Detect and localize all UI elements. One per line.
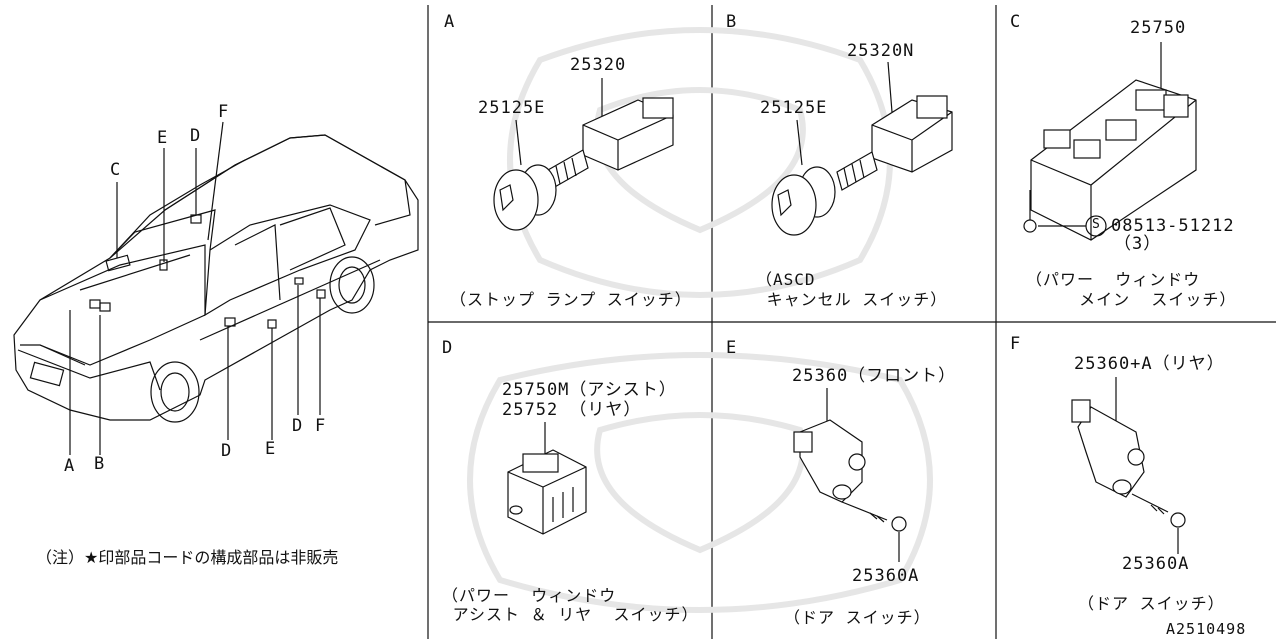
bolt-quantity: （3） (1114, 234, 1162, 254)
panel-caption: （ストップ ランプ スイッチ） (450, 290, 692, 309)
callout-c: C (110, 160, 121, 180)
panel-caption: （ASCD (756, 270, 816, 289)
car-drawing (13, 121, 419, 455)
panel-e: E 25360（フロント） 25360A （ドア スイッチ） (712, 322, 996, 639)
part-number: 25125E (760, 98, 828, 118)
part-number: 25320N (847, 41, 915, 61)
panel-b: B 25320N 25125E （ASCD キャンセル スイッチ） (712, 0, 996, 322)
power-window-main-switch-drawing (1023, 42, 1197, 241)
callout-f-lower: F (315, 416, 326, 436)
panel-letter: B (726, 12, 737, 32)
bolt-part-number: 08513-51212 (1111, 216, 1235, 236)
part-number: 25360+A（リヤ） (1074, 354, 1225, 374)
part-number: 25125E (478, 98, 546, 118)
ascd-cancel-switch-drawing (771, 61, 953, 236)
panel-letter: D (442, 338, 453, 358)
callout-d-rear: D (292, 416, 303, 436)
callout-e: E (157, 128, 168, 148)
panel-caption: （パワー ウィンドウ (442, 586, 617, 605)
part-number: 25360A (1122, 554, 1190, 574)
note-text: （注）★印部品コードの構成部品は非販売 (36, 548, 339, 567)
panel-letter: C (1010, 12, 1021, 32)
panel-caption: アシスト ＆ リヤ スイッチ） (442, 605, 699, 624)
panel-letter: F (1010, 334, 1021, 354)
part-number: 25750 (1130, 18, 1187, 38)
part-number: 25320 (570, 55, 627, 75)
part-number: 25750M（アシスト） (502, 380, 677, 400)
panel-caption: （ドア スイッチ） (1078, 594, 1225, 613)
panel-caption: （ドア スイッチ） (784, 608, 931, 627)
car-overview: C E D F A B D E D F （注）★印部品コードの構成部品は非販売 (0, 0, 428, 639)
rear-door-switch-drawing (1071, 377, 1186, 554)
panel-d: D 25750M（アシスト） 25752 （リヤ） （パワー ウィンドウ アシス… (428, 322, 712, 639)
panel-letter: A (444, 12, 455, 32)
diagram-id: A2510498 (1166, 620, 1247, 638)
part-number: 25360A (852, 566, 920, 586)
panel-caption: メイン スイッチ） (1026, 290, 1237, 309)
panel-c: C 25750 S 08513-51212 （3） （パワー ウィンドウ メイン… (996, 0, 1280, 322)
callout-d: D (190, 126, 201, 146)
power-window-assist-switch-drawing (507, 422, 587, 535)
panel-f: F 25360+A（リヤ） 25360A （ドア スイッチ） A2510498 (996, 322, 1280, 639)
panel-letter: E (726, 338, 737, 358)
callout-a: A (64, 456, 75, 476)
front-door-switch-drawing (793, 388, 907, 562)
panel-a: A 25320 25125E （ストップ ランプ スイッチ） (428, 0, 712, 322)
panel-caption: （パワー ウィンドウ (1026, 270, 1201, 289)
callout-f: F (218, 102, 229, 122)
part-number: 25360（フロント） (792, 366, 957, 386)
panel-caption: キャンセル スイッチ） (756, 290, 948, 309)
callout-e-lower: E (265, 439, 276, 459)
callout-b: B (94, 454, 105, 474)
standard-part-mark: S (1092, 217, 1101, 232)
callout-d-lower: D (221, 441, 232, 461)
stop-lamp-switch-drawing (493, 78, 674, 231)
part-number: 25752 （リヤ） (502, 400, 642, 420)
